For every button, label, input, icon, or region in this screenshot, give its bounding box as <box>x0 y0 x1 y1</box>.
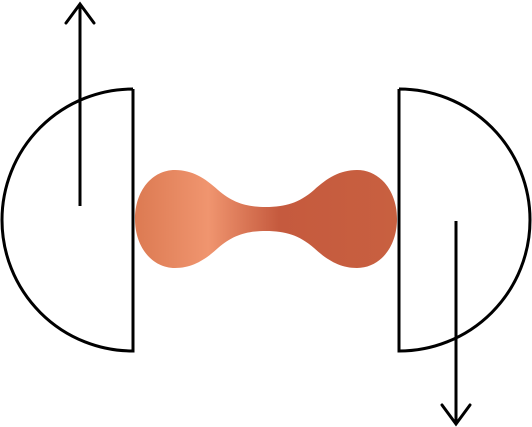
down-arrow-icon <box>440 221 472 427</box>
up-arrow-icon <box>64 1 96 206</box>
dumbbell-connector <box>135 170 397 268</box>
left-half-disc <box>0 87 135 353</box>
right-half-disc <box>397 87 532 353</box>
